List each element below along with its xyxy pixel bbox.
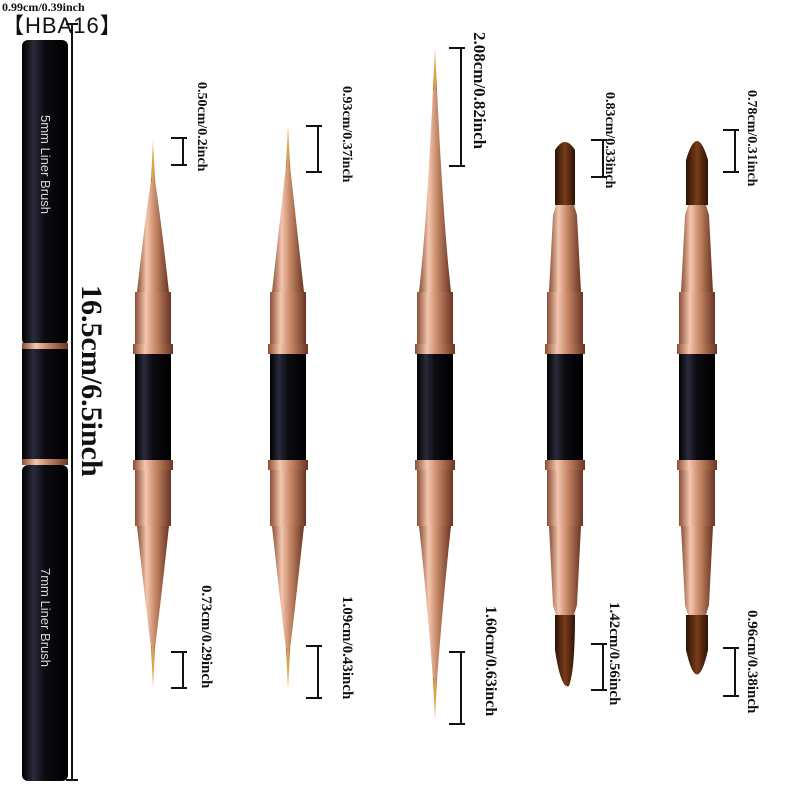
brush-3-bottom-measure: 1.60cm/0.63inch: [482, 606, 499, 716]
brush-5-top-measure: 0.78cm/0.31inch: [744, 90, 759, 187]
brush-4-top-measure: 0.83cm/0.33inch: [602, 92, 617, 189]
brush-cap: 5mm Liner Brush 7mm Liner Brush: [22, 40, 68, 781]
brush-3: 2.08cm/0.82inch 1.60cm/0.63inch: [415, 32, 499, 725]
brush-4-bottom-measure: 1.42cm/0.56inch: [606, 602, 622, 706]
brush-5-bottom-measure: 0.96cm/0.38inch: [744, 610, 760, 714]
brush-3-top-measure: 2.08cm/0.82inch: [470, 32, 489, 150]
brush-2-bottom-measure: 1.09cm/0.43inch: [339, 596, 355, 700]
product-code: 【HBA16】: [2, 13, 123, 38]
cap-text-bottom: 7mm Liner Brush: [38, 568, 53, 667]
brush-1-bottom-measure: 0.73cm/0.29inch: [198, 585, 214, 689]
brush-set: 0.50cm/0.2inch 0.73cm/0.29inch 0.93cm/0.37…: [133, 32, 760, 725]
total-length-label: 16.5cm/6.5inch: [75, 285, 108, 477]
top-dimension-label: 0.99cm/0.39inch: [2, 0, 85, 14]
brush-4: 0.83cm/0.33inch 1.42cm/0.56inch: [545, 92, 622, 706]
brush-2: 0.93cm/0.37inch 1.09cm/0.43inch: [268, 86, 355, 700]
total-length-dimension: 16.5cm/6.5inch: [66, 23, 108, 781]
brush-1-top-measure: 0.50cm/0.2inch: [194, 82, 209, 172]
brush-5: 0.78cm/0.31inch 0.96cm/0.38inch: [677, 90, 760, 714]
cap-text-top: 5mm Liner Brush: [38, 115, 53, 214]
brush-1: 0.50cm/0.2inch 0.73cm/0.29inch: [133, 82, 214, 689]
brush-2-top-measure: 0.93cm/0.37inch: [339, 86, 354, 183]
